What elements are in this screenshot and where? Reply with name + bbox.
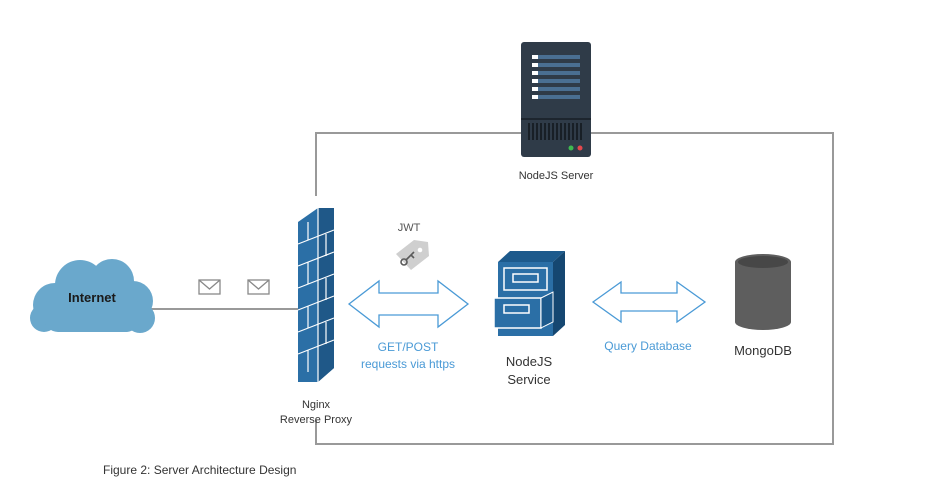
service-db-double-arrow xyxy=(591,280,707,324)
nodejs-service-label: NodeJS xyxy=(506,354,553,369)
requests-https-label: requests via https xyxy=(361,357,455,371)
server-boundary-line xyxy=(315,132,834,445)
jwt-tag-icon xyxy=(396,240,429,270)
envelope-icon xyxy=(247,279,270,295)
query-database-label: Query Database xyxy=(604,339,692,353)
reverse-proxy-label: Reverse Proxy xyxy=(280,414,353,426)
internet-label: Internet xyxy=(68,290,116,305)
mongodb-label: MongoDB xyxy=(734,343,792,358)
service-label: Service xyxy=(507,372,550,387)
database-icon xyxy=(735,254,791,330)
file-cabinet-icon xyxy=(493,251,565,336)
nodejs-server-label: NodeJS Server xyxy=(519,170,594,182)
figure-caption: Figure 2: Server Architecture Design xyxy=(103,463,296,477)
jwt-label: JWT xyxy=(398,222,421,234)
nginx-label: Nginx xyxy=(302,399,331,411)
get-post-label: GET/POST xyxy=(378,340,439,354)
server-rack-icon xyxy=(521,42,591,157)
firewall-icon xyxy=(297,208,335,382)
internet-cloud-icon xyxy=(30,259,155,333)
envelope-icon xyxy=(198,279,221,295)
proxy-service-double-arrow xyxy=(347,279,470,329)
